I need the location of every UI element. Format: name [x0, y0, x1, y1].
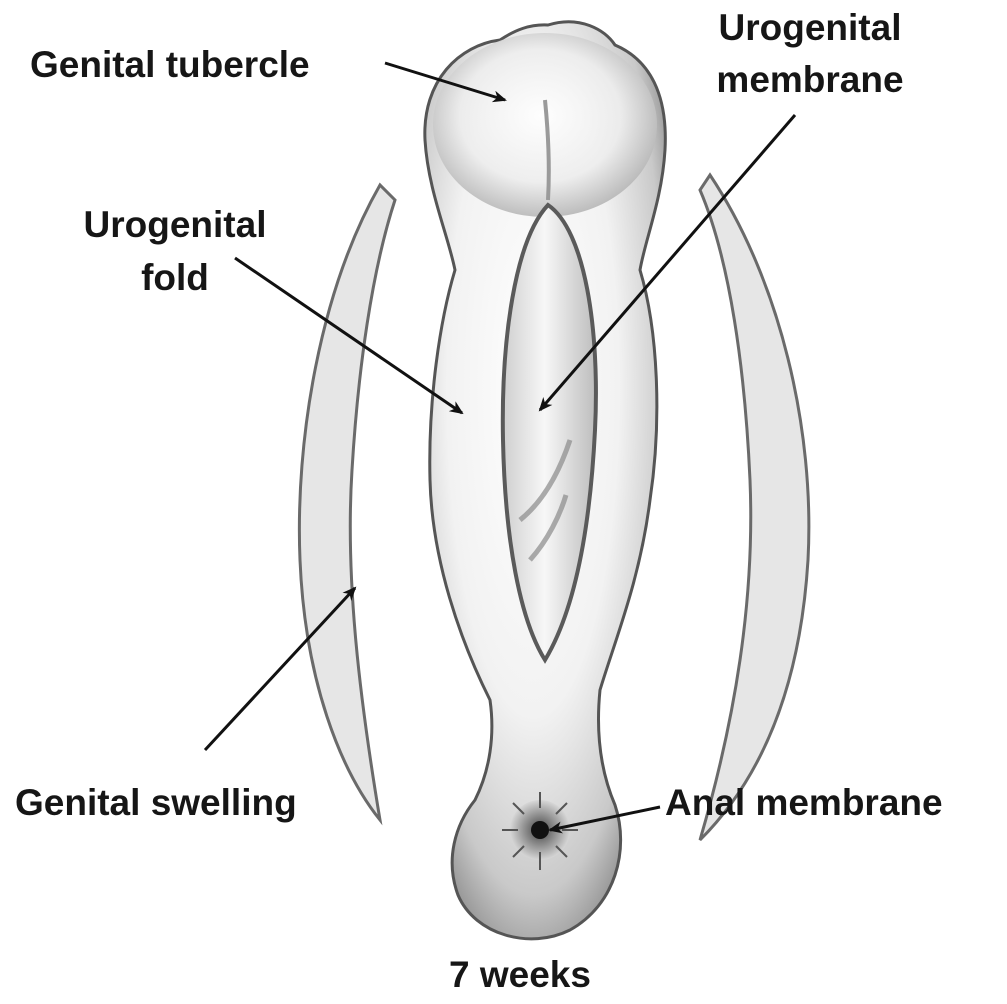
genital-tubercle-shape	[433, 33, 657, 217]
tubercle-cleft	[543, 99, 551, 201]
urogenital-membrane-shape	[500, 202, 598, 664]
label-genital-swelling: Genital swelling	[15, 782, 297, 823]
label-urogenital-fold-line1: Urogenital	[83, 204, 267, 245]
anal-membrane-shape	[502, 792, 578, 870]
label-urogenital-fold-line2: fold	[141, 257, 209, 298]
arrow-anal-membrane	[548, 805, 661, 834]
arrow-genital-swelling	[203, 586, 357, 752]
label-urogenital-membrane-line2: membrane	[716, 59, 904, 100]
label-urogenital-membrane-line1: Urogenital	[718, 7, 902, 48]
left-genital-swelling	[297, 182, 397, 826]
arrow-genital-tubercle	[384, 61, 507, 103]
label-anal-membrane: Anal membrane	[665, 782, 943, 823]
arrow-urogenital-fold	[234, 256, 464, 415]
caption-age: 7 weeks	[449, 954, 591, 995]
right-genital-swelling	[698, 172, 811, 842]
membrane-streak	[518, 439, 573, 562]
arrow-urogenital-membrane	[538, 114, 797, 412]
label-genital-tubercle: Genital tubercle	[30, 44, 310, 85]
